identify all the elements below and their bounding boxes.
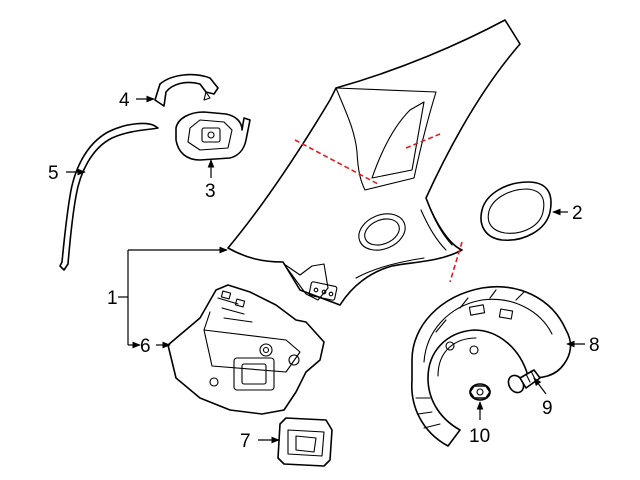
cut-line-rear: [449, 241, 463, 283]
bumper-bracket: [277, 417, 333, 467]
callout-3: 3: [205, 181, 216, 202]
drain-hose: [59, 122, 159, 271]
nut: [469, 383, 491, 401]
callout-8: 8: [589, 335, 600, 356]
callout-1: 1: [107, 288, 118, 309]
callout-9: 9: [542, 398, 553, 419]
wheelhouse-liner: [411, 286, 572, 447]
bracket: [154, 73, 219, 107]
callout-labels: 1 2 3 4 5 6 7 8 9 10: [48, 90, 600, 452]
fuel-door: [480, 181, 552, 241]
callout-7: 7: [240, 431, 251, 452]
quarter-panel: [227, 19, 521, 306]
callout-4: 4: [119, 90, 130, 111]
callout-5: 5: [48, 163, 59, 184]
callout-10: 10: [469, 426, 490, 447]
leader-lines: [66, 95, 585, 444]
callout-6: 6: [140, 336, 151, 357]
cut-line-window: [405, 133, 441, 149]
callout-2: 2: [572, 203, 583, 224]
push-pin: [507, 369, 541, 394]
inner-panel: [167, 284, 325, 415]
fuel-pocket-housing: [175, 111, 251, 161]
